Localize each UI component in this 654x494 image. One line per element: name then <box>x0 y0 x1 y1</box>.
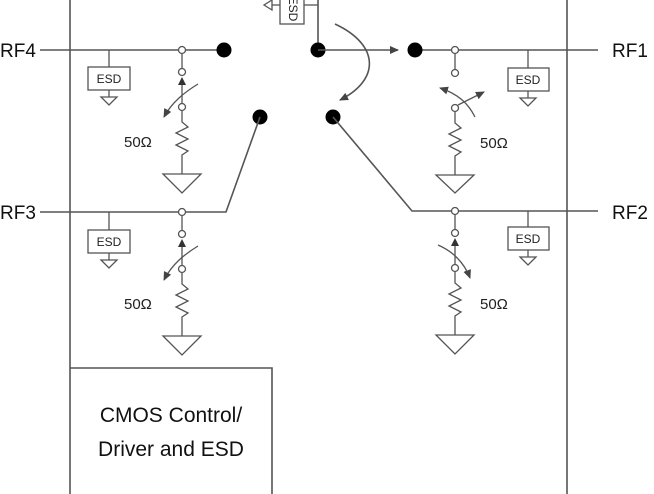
rf3-resistor-label: 50Ω <box>124 296 152 313</box>
rf2-esd-label: ESD <box>516 232 541 246</box>
rf1-esd-label: ESD <box>516 73 541 87</box>
cmos-label-line2: Driver and ESD <box>98 438 244 461</box>
rf4-esd-label: ESD <box>97 72 122 86</box>
rf1-resistor-label: 50Ω <box>480 135 508 152</box>
rf1-port-label: RF1 <box>612 41 648 62</box>
common-esd-label: ESD <box>286 0 300 22</box>
rotation-arrow <box>334 23 371 101</box>
rf4-branch: RF4 ESD 50Ω <box>0 41 232 194</box>
rf1-contact <box>407 42 423 58</box>
cmos-control-block: CMOS Control/ Driver and ESD <box>70 367 273 494</box>
rf4-resistor-label: 50Ω <box>124 134 152 151</box>
common-esd: ESD <box>262 0 399 101</box>
rf2-resistor-label: 50Ω <box>480 296 508 313</box>
rf2-branch: RF2 ESD 50Ω <box>325 109 648 355</box>
rf3-branch: RF3 ESD 50Ω <box>0 109 268 356</box>
cmos-label-line1: CMOS Control/ <box>100 404 243 427</box>
rf2-port-label: RF2 <box>612 203 648 224</box>
rf4-port-label: RF4 <box>0 41 36 62</box>
rf4-contact <box>216 42 232 58</box>
rf3-esd-label: ESD <box>97 235 122 249</box>
rf1-branch: RF1 ESD 50Ω <box>407 41 648 194</box>
rf3-port-label: RF3 <box>0 203 36 224</box>
